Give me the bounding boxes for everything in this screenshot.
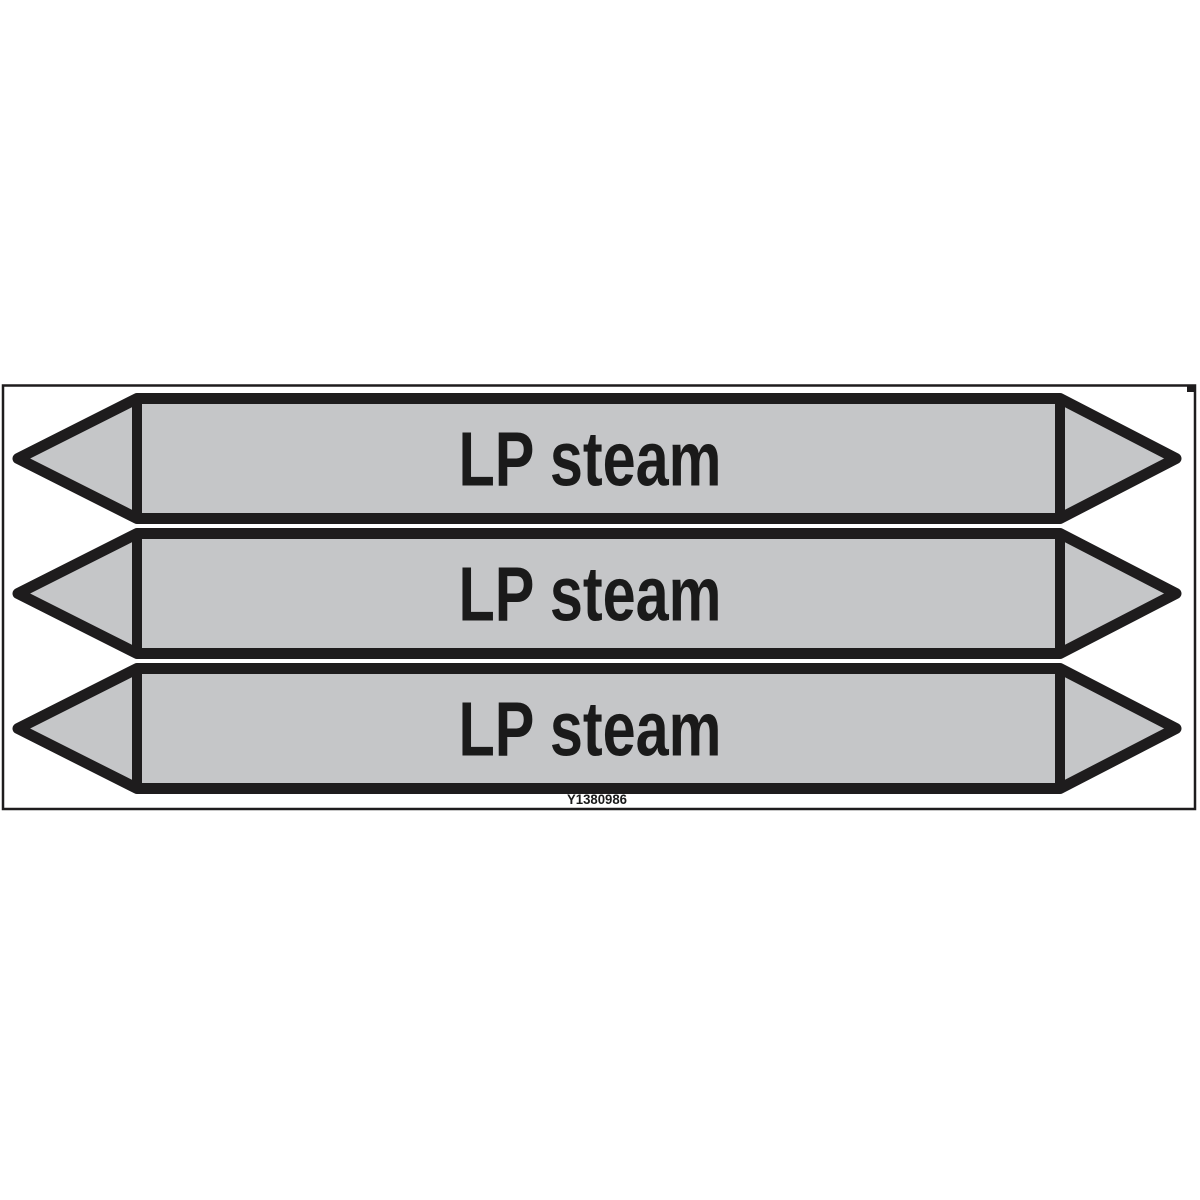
marker-label: LP steam — [459, 687, 722, 773]
pipe-marker-3: LP steam — [12, 663, 1182, 794]
pipe-marker-2: LP steam — [12, 528, 1182, 659]
registration-mark — [1187, 384, 1196, 392]
marker-label: LP steam — [459, 552, 722, 638]
marker-label: LP steam — [459, 417, 722, 503]
pipe-marker-1: LP steam — [12, 393, 1182, 524]
product-code: Y1380986 — [567, 791, 627, 807]
